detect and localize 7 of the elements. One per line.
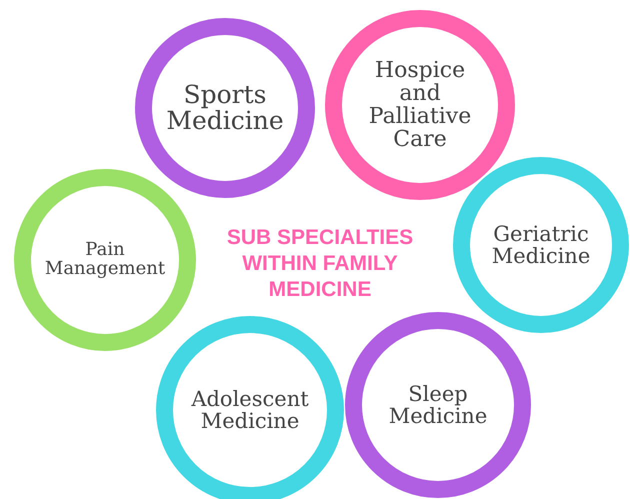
node-label: Adolescent Medicine: [190, 388, 310, 432]
node-label: Sleep Medicine: [388, 382, 488, 428]
node-label: Geriatric Medicine: [490, 222, 592, 268]
node-label: Pain Management: [44, 241, 166, 279]
node-label: Sports Medicine: [165, 82, 285, 134]
node-label: Hospice and Palliative Care: [368, 58, 472, 152]
title: SUB SPECIALTIES WITHIN FAMILY MEDICINE: [226, 225, 414, 303]
